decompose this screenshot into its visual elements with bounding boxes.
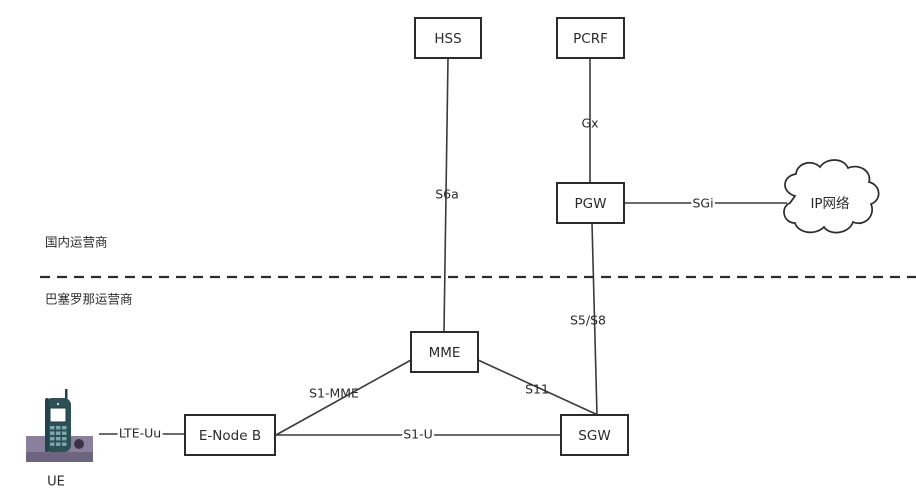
phone-screen-icon bbox=[49, 407, 67, 423]
interface-label-lte-uu: LTE-Uu bbox=[119, 426, 161, 441]
cloud-shape[interactable] bbox=[783, 159, 880, 234]
node-mme-label: MME bbox=[429, 345, 461, 361]
node-hss-label: HSS bbox=[434, 31, 461, 47]
node-pgw[interactable]: PGW bbox=[556, 182, 625, 224]
node-sgw-box[interactable] bbox=[560, 414, 629, 456]
zone-label-barcelona-operator: 巴塞罗那运营商 bbox=[45, 292, 133, 307]
node-enodeb[interactable]: E-Node B bbox=[184, 414, 276, 456]
phone-body-edge-icon bbox=[45, 398, 49, 452]
node-mme[interactable]: MME bbox=[410, 331, 479, 373]
phone-earpiece-icon bbox=[56, 402, 60, 406]
node-pcrf-box[interactable] bbox=[556, 17, 625, 59]
interface-label-sgi: SGi bbox=[692, 196, 713, 211]
interface-label-s5-s8: S5/S8 bbox=[570, 313, 606, 328]
connection-lines bbox=[99, 57, 787, 436]
link-mme-enodeb bbox=[275, 359, 412, 436]
node-sgw-label: SGW bbox=[578, 428, 610, 444]
link-mme-sgw bbox=[477, 359, 601, 417]
node-ip-network[interactable]: IP网络 bbox=[783, 159, 880, 234]
node-hss-box[interactable] bbox=[414, 17, 482, 59]
node-sgw[interactable]: SGW bbox=[560, 414, 629, 456]
link-hss-mme bbox=[443, 57, 449, 333]
zone-label-domestic-operator: 国内运营商 bbox=[45, 235, 108, 250]
ue-device[interactable]: UE bbox=[26, 389, 93, 490]
interface-label-s1-u: S1-U bbox=[403, 427, 433, 442]
node-hss[interactable]: HSS bbox=[414, 17, 482, 59]
node-enodeb-label: E-Node B bbox=[199, 428, 261, 444]
interface-label-s6a: S6a bbox=[435, 187, 459, 202]
node-pcrf[interactable]: PCRF bbox=[556, 17, 625, 59]
phone-antenna-icon bbox=[65, 389, 68, 405]
ue-base-button-icon bbox=[74, 439, 84, 449]
link-pgw-sgw bbox=[591, 222, 598, 416]
node-pcrf-label: PCRF bbox=[573, 31, 608, 47]
ue-label: UE bbox=[47, 475, 65, 490]
ue-base-shadow-icon bbox=[26, 452, 93, 462]
phone-keypad-icon bbox=[50, 426, 67, 446]
node-mme-box[interactable] bbox=[410, 331, 479, 373]
interface-label-s11: S11 bbox=[525, 382, 549, 397]
interface-label-s1-mme: S1-MME bbox=[309, 386, 359, 401]
interface-labels: S6a Gx SGi S5/S8 S1-MME S11 S1-U LTE-Uu bbox=[116, 116, 716, 445]
node-pgw-label: PGW bbox=[575, 196, 607, 212]
node-enodeb-box[interactable] bbox=[184, 414, 276, 456]
interface-label-gx: Gx bbox=[581, 116, 598, 131]
node-pgw-box[interactable] bbox=[556, 182, 625, 224]
cloud-label: IP网络 bbox=[810, 196, 850, 212]
zone-labels: 国内运营商 巴塞罗那运营商 bbox=[45, 235, 133, 307]
